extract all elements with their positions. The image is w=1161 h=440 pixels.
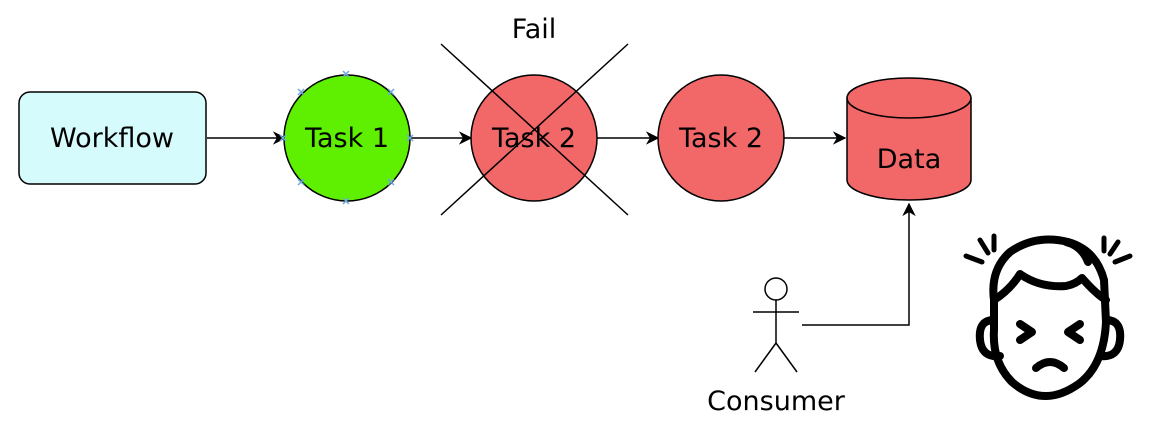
consumer-label: Consumer (707, 386, 846, 417)
workflow-label: Workflow (50, 123, 174, 154)
edge-consumer-data (802, 202, 916, 326)
stick-figure-icon[interactable] (753, 277, 799, 373)
x-cross-icon (440, 43, 629, 216)
task2-failed-node[interactable]: Task 2 (470, 74, 598, 202)
fail-label: Fail (512, 14, 557, 45)
task1-node[interactable]: Task 1 (279, 70, 414, 205)
data-store-node[interactable]: Data (846, 77, 972, 201)
task1-label: Task 1 (304, 123, 389, 154)
selection-handles (279, 70, 414, 205)
task2-node[interactable]: Task 2 (657, 74, 785, 202)
data-label: Data (877, 144, 941, 175)
frustrated-face-icon (963, 233, 1133, 400)
task2-label: Task 2 (678, 123, 763, 154)
workflow-node[interactable]: Workflow (18, 91, 207, 185)
